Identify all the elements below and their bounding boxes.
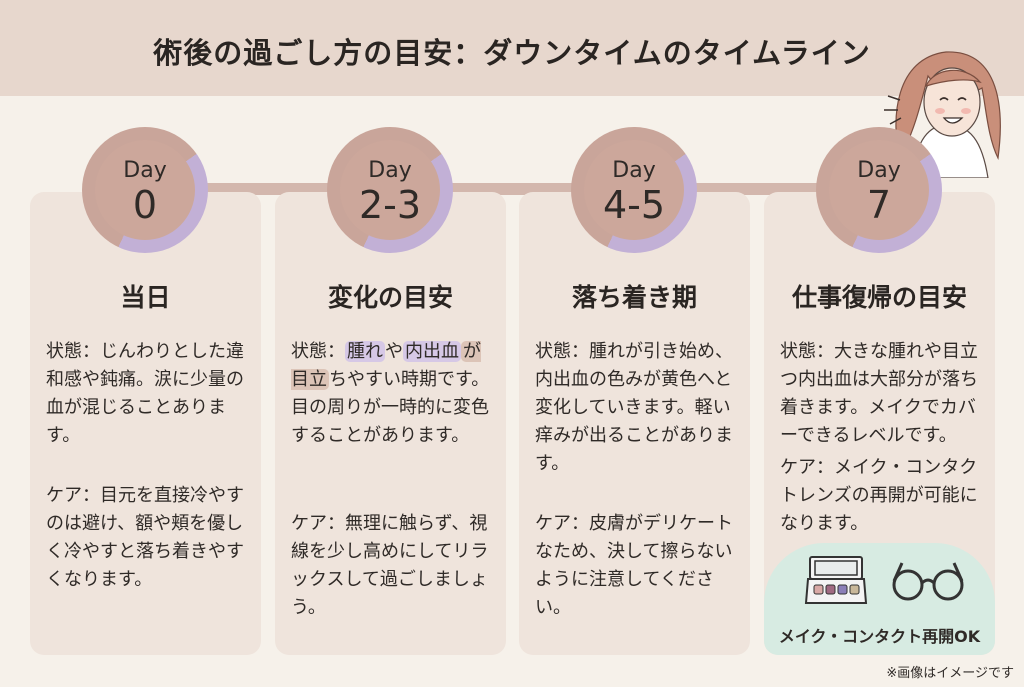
card-state: 状態：じんわりとした違和感や鈍痛。涙に少量の血が混じることあります。 — [46, 341, 244, 446]
card-title: 落ち着き期 — [571, 283, 697, 312]
glasses-icon — [892, 562, 964, 601]
state-prefix: 状態： — [291, 341, 345, 362]
card-day-4-5: 落ち着き期 状態：腫れが引き始め、内出血の色みが黄色へと変化していきます。軽い痒… — [519, 192, 750, 655]
page-title: 術後の過ごし方の目安：ダウンタイムのタイムライン — [153, 36, 871, 70]
card-title: 仕事復帰の目安 — [791, 283, 967, 312]
card-care: ケア：無理に触らず、視線を少し高めにしてリラックスして過ごしましょう。 — [291, 513, 489, 618]
day-badge-inner: Day 2-3 — [340, 140, 440, 240]
card-title: 当日 — [120, 283, 171, 312]
day-number: 4-5 — [602, 183, 666, 227]
card-day-7: 仕事復帰の目安 状態：大きな腫れや目立つ内出血は大部分が落ち着きます。メイクでカ… — [764, 192, 995, 655]
day-badge-4-5: Day 4-5 — [571, 127, 697, 253]
image-disclaimer: ※画像はイメージです — [886, 666, 1014, 681]
day-label: Day — [123, 158, 167, 183]
card-state: 状態：大きな腫れや目立つ内出血は大部分が落ち着きます。メイクでカバーできるレベル… — [780, 341, 978, 446]
card-care: ケア：皮膚がデリケートなため、決して擦らないように注意してください。 — [535, 513, 733, 618]
card-care: ケア：目元を直接冷やすのは避け、額や頬を優しく冷やすと落ち着きやすくなります。 — [46, 485, 244, 590]
day-badge-inner: Day 0 — [95, 140, 195, 240]
state-mid: や — [385, 341, 403, 362]
day-badge-inner: Day 7 — [829, 140, 929, 240]
day-number: 0 — [132, 183, 158, 227]
day-label: Day — [368, 158, 412, 183]
card-state: 状態：腫れが引き始め、内出血の色みが黄色へと変化していきます。軽い痒みが出ること… — [535, 341, 733, 474]
day-badge-inner: Day 4-5 — [584, 140, 684, 240]
day-badge-0: Day 0 — [82, 127, 208, 253]
title-band — [0, 0, 1024, 96]
card-state: 状態：腫れや内出血が目立ちやすい時期です。目の周りが一時的に変色することがありま… — [291, 338, 496, 450]
state-rest: ちやすい時期です。目の周りが一時的に変色することがあります。 — [291, 369, 490, 446]
eyeshadow-palette-icon — [804, 556, 868, 604]
day-badge-2-3: Day 2-3 — [327, 127, 453, 253]
card-day-2-3: 変化の目安 状態：腫れや内出血が目立ちやすい時期です。目の周りが一時的に変色する… — [275, 192, 506, 655]
makeup-contact-ok-label: メイク・コンタクト再開OK — [778, 627, 981, 646]
day-label: Day — [612, 158, 656, 183]
highlight-bruising: 内出血 — [403, 341, 461, 362]
card-title: 変化の目安 — [327, 283, 453, 312]
day-number: 2-3 — [358, 183, 422, 227]
day-number: 7 — [866, 183, 892, 227]
day-badge-7: Day 7 — [816, 127, 942, 253]
woman-illustration — [884, 51, 1001, 178]
day-label: Day — [857, 158, 901, 183]
card-care: ケア：メイク・コンタクトレンズの再開が可能になります。 — [780, 457, 978, 534]
highlight-swelling: 腫れ — [345, 341, 385, 362]
makeup-contact-ok-panel: メイク・コンタクト再開OK — [764, 543, 995, 655]
card-day-0: 当日 状態：じんわりとした違和感や鈍痛。涙に少量の血が混じることあります。 ケア… — [30, 192, 261, 655]
